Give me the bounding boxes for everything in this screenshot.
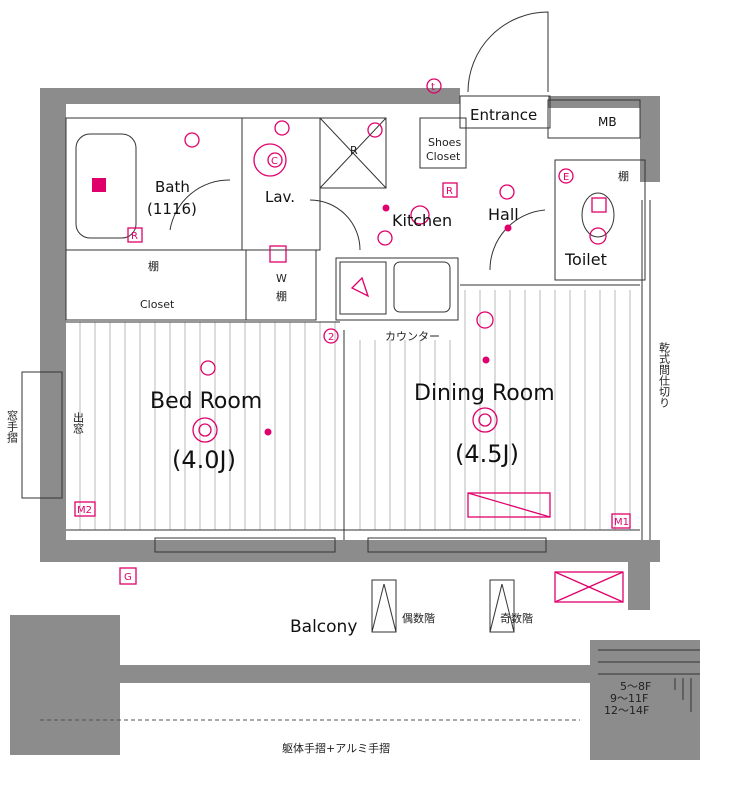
r-hall-tag: R [446, 186, 453, 197]
entrance-door [467, 11, 549, 93]
shoes-closet-label: Closet [426, 150, 461, 163]
outdoor-unit-icon [554, 571, 624, 603]
east-wall-top [640, 96, 660, 182]
kitchen-label: Kitchen [392, 211, 452, 230]
east-column [628, 540, 650, 610]
stove [339, 261, 387, 315]
e-tag: E [563, 172, 569, 183]
lav-vent-icon [269, 245, 287, 263]
balcony-pillar-left [10, 615, 120, 755]
balcony-pillar-right [590, 640, 700, 760]
c-tag: C [271, 156, 278, 167]
railing-label: 躯体手摺+アルミ手摺 [282, 741, 390, 755]
closet-label: Closet [140, 298, 175, 311]
electrical-symbols [92, 120, 624, 603]
hall-label: Hall [488, 205, 519, 224]
toilet-shelf-label: 棚 [618, 169, 629, 183]
mb-outline [547, 99, 641, 139]
two-tag: 2 [328, 332, 334, 343]
m2-tag: M2 [77, 505, 92, 516]
t-tag: t [431, 82, 435, 93]
shaft-outline [319, 117, 387, 189]
toilet-vent-icon [591, 197, 607, 213]
toilet-bowl [581, 192, 615, 238]
north-east-wall [548, 96, 660, 108]
north-wall [40, 88, 460, 104]
counter-label: カウンター [385, 330, 440, 343]
mb-label: MB [598, 115, 617, 129]
entrance-area [459, 95, 551, 129]
shoes-label: Shoes [428, 136, 461, 149]
south-wall [40, 540, 660, 562]
balcony-railing-wall [120, 665, 590, 683]
entrance-label: Entrance [470, 106, 537, 124]
sink [393, 261, 451, 313]
bed-room-label: Bed Room [150, 389, 262, 414]
floors-c-label: 12〜14F [604, 704, 649, 717]
r-bath-tag: R [131, 231, 138, 242]
kitchen-counter-outline [335, 257, 459, 321]
shoes-closet-outline [419, 117, 467, 169]
bath-door [169, 179, 231, 231]
bath-size-label: (1116) [147, 200, 197, 218]
even-floor-label: 偶数階 [402, 611, 435, 625]
floors-a-label: 5〜8F [620, 680, 651, 693]
shelf-w-label: 棚 [276, 289, 287, 303]
odd-floor-label: 奇数階 [500, 611, 533, 625]
toilet-label: Toilet [564, 250, 607, 269]
aircon-icon [467, 492, 551, 518]
bath-label: Bath [155, 178, 190, 196]
lav-label: Lav. [265, 188, 295, 206]
bathtub [75, 133, 137, 239]
shelf-label: 棚 [148, 259, 159, 273]
lav-door [309, 199, 361, 251]
m1-tag: M1 [614, 517, 629, 528]
bed-room-size-label: (4.0J) [172, 446, 236, 474]
floors-b-label: 9〜11F [610, 692, 648, 705]
balcony-label: Balcony [290, 617, 357, 637]
bay-window-label: 出窓 [72, 411, 85, 434]
dining-room-size-label: (4.5J) [455, 440, 519, 468]
g-tag: G [124, 572, 132, 583]
window-dining [367, 537, 547, 553]
lav-outline [241, 117, 321, 251]
r-shaft-tag: R [350, 144, 358, 157]
bath-vent-icon [92, 178, 106, 192]
washer-label: W [276, 272, 287, 285]
drying-partition-label: 乾式間仕切り [658, 342, 671, 408]
washer-outline [245, 249, 317, 321]
dining-room-label: Dining Room [414, 381, 555, 406]
window-rail-label: 窓手摺 [6, 409, 19, 444]
toilet-outline [554, 159, 646, 281]
even-floor-box [371, 579, 397, 633]
bay-window-frame [21, 371, 63, 499]
window-bedroom [154, 537, 336, 553]
